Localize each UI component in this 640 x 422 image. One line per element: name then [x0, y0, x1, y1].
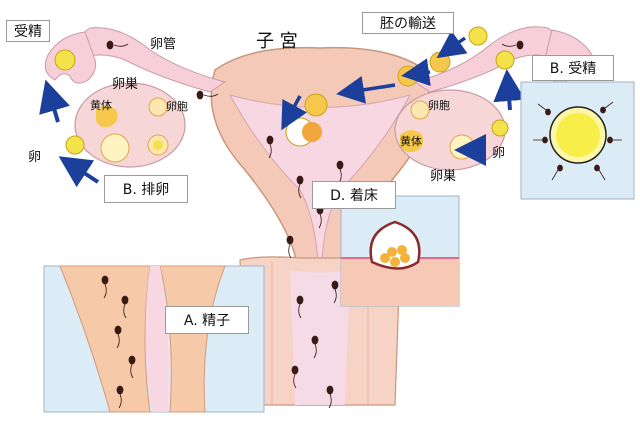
callout-implantation: D. 着床 — [312, 181, 396, 209]
oviduct-label: 卵管 — [150, 37, 177, 52]
egg-right-label: 卵 — [492, 146, 506, 161]
ovary-left — [74, 82, 186, 168]
follicle-right-label: 卵胞 — [428, 99, 450, 112]
ovary-left-label: 卵巣 — [112, 77, 139, 92]
ovary-right-label: 卵巣 — [430, 169, 457, 184]
arrow-ovulation — [58, 156, 100, 188]
callout-ovulation: B. 排卵 — [104, 175, 188, 203]
arrow-transport-1 — [436, 30, 468, 59]
corpus-luteum-right-label: 黄体 — [400, 135, 422, 148]
egg-left-label: 卵 — [28, 150, 42, 165]
embryo-transport-label: 胚の輸送 — [362, 12, 454, 34]
arrow-transport-4 — [281, 95, 307, 131]
arrow-transport-3 — [336, 76, 396, 104]
callout-fertilization: B. 受精 — [532, 55, 614, 81]
corpus-luteum-left-label: 黄体 — [90, 99, 112, 112]
callout-sperm: A. 精子 — [165, 306, 249, 334]
uterus-label: 子 宮 — [256, 31, 298, 52]
arrow-fertilization-left — [39, 79, 70, 123]
fertilization-top-label: 受精 — [6, 20, 50, 42]
arrow-transport-2 — [401, 58, 431, 87]
arrow-fertilization-right — [493, 69, 526, 111]
follicle-left-label: 卵胞 — [166, 100, 188, 113]
